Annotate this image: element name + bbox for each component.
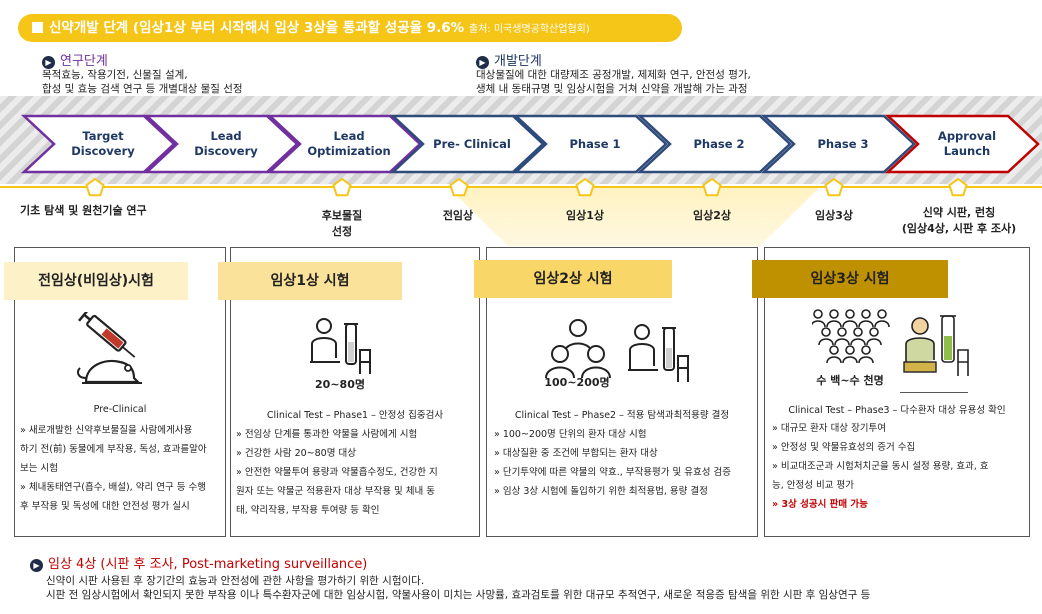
stage-arrow bbox=[389, 114, 545, 174]
person-icon bbox=[837, 327, 847, 337]
stage-arrow bbox=[20, 114, 176, 174]
research-stage-desc: 목적효능, 작용기전, 신물질 설계, 합성 및 효능 검색 연구 등 개별대상… bbox=[42, 69, 243, 95]
preclinical-bullets: » 새로개발한 신약후보물질을 사람에게사용 하기 전(前) 동물에게 부작용,… bbox=[20, 425, 207, 512]
development-stage-title: ▶개발단계 bbox=[476, 50, 542, 69]
milestone-marker bbox=[332, 177, 352, 197]
banner-title: 신약개발 단계 (임상1상 부터 시작해서 임상 3상을 통과할 성공율 9.6… bbox=[49, 20, 465, 36]
divider bbox=[900, 392, 968, 393]
milestone-label: 후보물질 선정 bbox=[321, 209, 363, 238]
person-icon bbox=[812, 320, 826, 328]
stage-label: Phase 1 bbox=[569, 137, 620, 151]
phase1-caption: Clinical Test – Phase1 – 안정성 집중검사 bbox=[266, 410, 444, 421]
square-bullet-icon bbox=[32, 22, 43, 33]
funnel-shape bbox=[448, 187, 820, 246]
stage-arrow bbox=[884, 114, 1040, 174]
person-icon bbox=[861, 345, 871, 355]
person-icon bbox=[829, 309, 839, 319]
stage-arrow bbox=[266, 114, 422, 174]
stage-label: Target bbox=[82, 129, 124, 143]
stage-label: Lead bbox=[210, 129, 241, 143]
phase2-count: 100~200명 bbox=[544, 376, 610, 389]
phase2-bullets: » 100~200명 단위의 환자 대상 시험 » 대상질환 중 조건에 부합되… bbox=[494, 429, 732, 497]
person-icon bbox=[821, 327, 831, 337]
stage-arrow bbox=[143, 114, 299, 174]
person-icon bbox=[834, 338, 850, 346]
person-icon bbox=[858, 320, 874, 328]
lab-mouse-syringe-icon bbox=[77, 312, 142, 384]
person-icon bbox=[874, 320, 890, 328]
play-circle-icon: ▶ bbox=[476, 56, 489, 69]
phase3-bullets: » 대규모 환자 대상 장기투여 » 안정성 및 약물유효성의 증거 수집 » … bbox=[772, 423, 989, 510]
play-circle-icon: ▶ bbox=[42, 56, 55, 69]
milestone-label: 임상2상 bbox=[692, 209, 731, 222]
banner-source: 출처: 미국생명공학산업협회) bbox=[468, 24, 590, 35]
stage-arrow bbox=[760, 114, 916, 174]
milestone-marker bbox=[824, 177, 844, 197]
header-banner: 신약개발 단계 (임상1상 부터 시작해서 임상 3상을 통과할 성공율 9.6… bbox=[18, 14, 682, 42]
milestone-label: 신약 시판, 런칭 (임상4상, 시판 후 조사) bbox=[901, 206, 1017, 235]
stage-label: Optimization bbox=[307, 144, 390, 158]
preclinical-caption: Pre-Clinical bbox=[93, 404, 147, 415]
milestone-marker bbox=[702, 177, 722, 197]
milestone-label: 기초 탐색 및 원천기술 연구 bbox=[20, 204, 147, 217]
development-stage-desc: 대상물질에 대한 대량제조 공정개발, 제제화 연구, 안전성 평가, 생체 내… bbox=[476, 69, 751, 95]
milestone-label: 임상3상 bbox=[814, 209, 853, 222]
person-icon bbox=[866, 338, 882, 346]
person-icon bbox=[829, 345, 839, 355]
stage-label: Lead bbox=[333, 129, 364, 143]
phase1-count: 20~80명 bbox=[315, 378, 365, 391]
phase2-caption: Clinical Test – Phase2 – 적용 탐색과최적용량 결정 bbox=[514, 410, 730, 421]
person-icon bbox=[842, 320, 858, 328]
person-icon bbox=[813, 309, 823, 319]
phase4-title: ▶임상 4상 (시판 후 조사, Post-marketing surveill… bbox=[30, 553, 367, 572]
stage-label: Phase 3 bbox=[817, 137, 868, 151]
stage-label: Launch bbox=[944, 144, 990, 158]
stage-label: Approval bbox=[938, 129, 996, 143]
milestone-marker bbox=[449, 177, 469, 197]
pipeline-diagram: TargetDiscoveryLeadDiscoveryLeadOptimiza… bbox=[0, 96, 1042, 246]
phase3-caption: Clinical Test – Phase3 – 다수환자 대상 유용성 확인 bbox=[788, 405, 1006, 416]
person-icon bbox=[845, 345, 855, 355]
play-circle-icon: ▶ bbox=[30, 559, 43, 572]
stage-label: Phase 2 bbox=[693, 137, 744, 151]
person-icon bbox=[853, 327, 863, 337]
stage-label: Pre- Clinical bbox=[433, 137, 511, 151]
person-icon bbox=[842, 356, 858, 364]
person-icon bbox=[845, 309, 855, 319]
phase3-tab: 임상3상 시험 bbox=[752, 260, 948, 298]
stage-label: Discovery bbox=[194, 144, 258, 158]
milestone-marker bbox=[85, 177, 105, 197]
stage-label: Discovery bbox=[71, 144, 135, 158]
research-stage-title: ▶연구단계 bbox=[42, 50, 108, 69]
phase4-desc: 신약이 시판 사용된 후 장기간의 효능과 안전성에 관한 사항을 평가하기 위… bbox=[46, 575, 871, 601]
person-icon bbox=[818, 338, 834, 346]
person-icon bbox=[826, 356, 842, 364]
preclinical-tab: 전임상(비임상)시험 bbox=[4, 262, 188, 300]
patient-group-icon bbox=[545, 319, 689, 382]
milestone-label: 임상1상 bbox=[565, 209, 604, 222]
person-icon bbox=[877, 309, 887, 319]
phase3-count: 수 백~수 천명 bbox=[816, 374, 884, 387]
person-icon bbox=[861, 309, 871, 319]
milestone-marker bbox=[575, 177, 595, 197]
phase1-bullets: » 전임상 단계를 통과한 약물을 사람에게 시험 » 건강한 사람 20~80… bbox=[236, 429, 438, 516]
volunteer-test-icon bbox=[310, 318, 371, 374]
person-icon bbox=[850, 338, 866, 346]
milestone-label: 전임상 bbox=[442, 209, 474, 222]
stage-arrow bbox=[512, 114, 668, 174]
milestone-marker bbox=[948, 177, 968, 197]
stage-arrow bbox=[636, 114, 792, 174]
crowd-trial-icon bbox=[812, 309, 969, 376]
person-icon bbox=[858, 356, 874, 364]
phase1-tab: 임상1상 시험 bbox=[218, 262, 402, 300]
phase2-tab: 임상2상 시험 bbox=[474, 260, 672, 298]
person-icon bbox=[869, 327, 879, 337]
person-icon bbox=[826, 320, 842, 328]
